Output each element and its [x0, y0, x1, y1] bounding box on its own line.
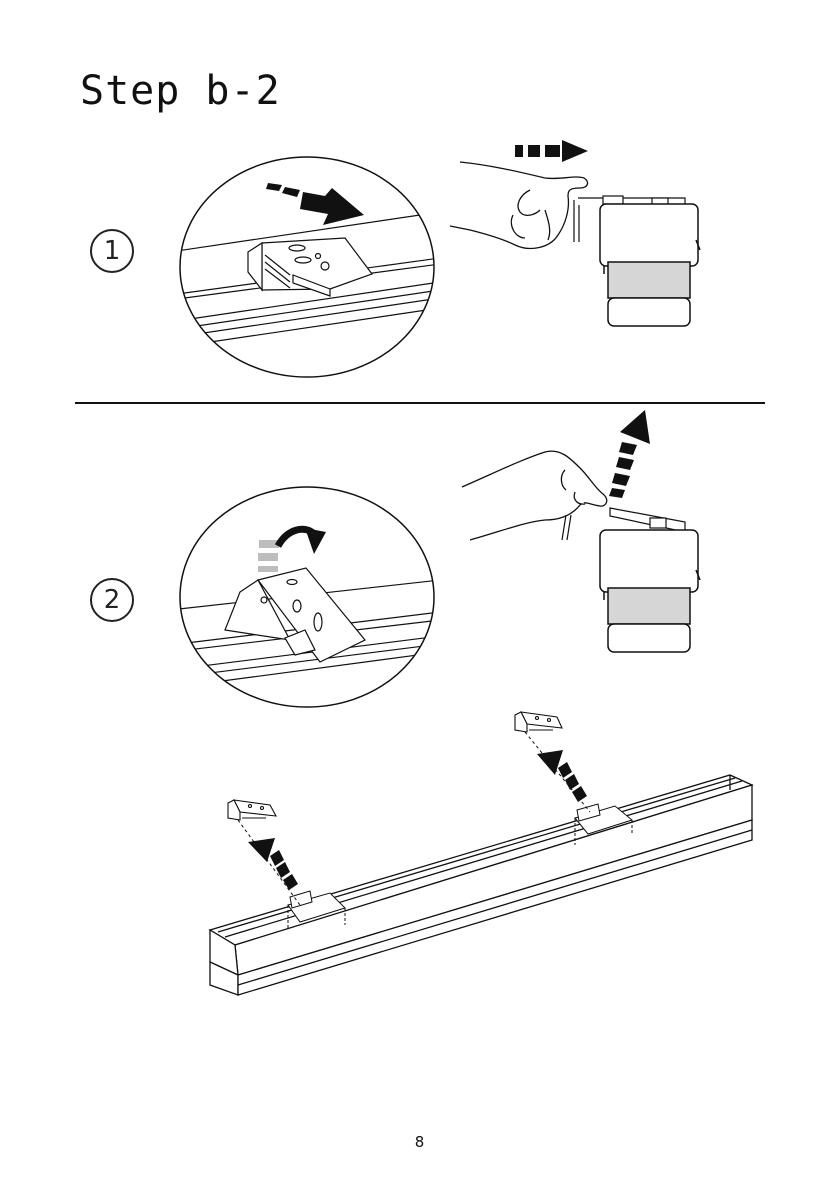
bracket-lift-arrow-left-icon [248, 838, 298, 890]
slide-right-arrow-icon [515, 140, 588, 162]
bracket-lift-arrow-right-icon [537, 750, 587, 802]
page-number: 8 [0, 1133, 839, 1151]
step-2-detail-circle [170, 487, 440, 707]
detached-bracket-right [515, 712, 562, 732]
detached-bracket-left [228, 800, 276, 820]
lift-up-arrow-icon [609, 410, 650, 498]
step-2-side-view [462, 410, 700, 652]
step-1-detail-circle [170, 157, 440, 377]
step-1-side-view [450, 140, 700, 326]
